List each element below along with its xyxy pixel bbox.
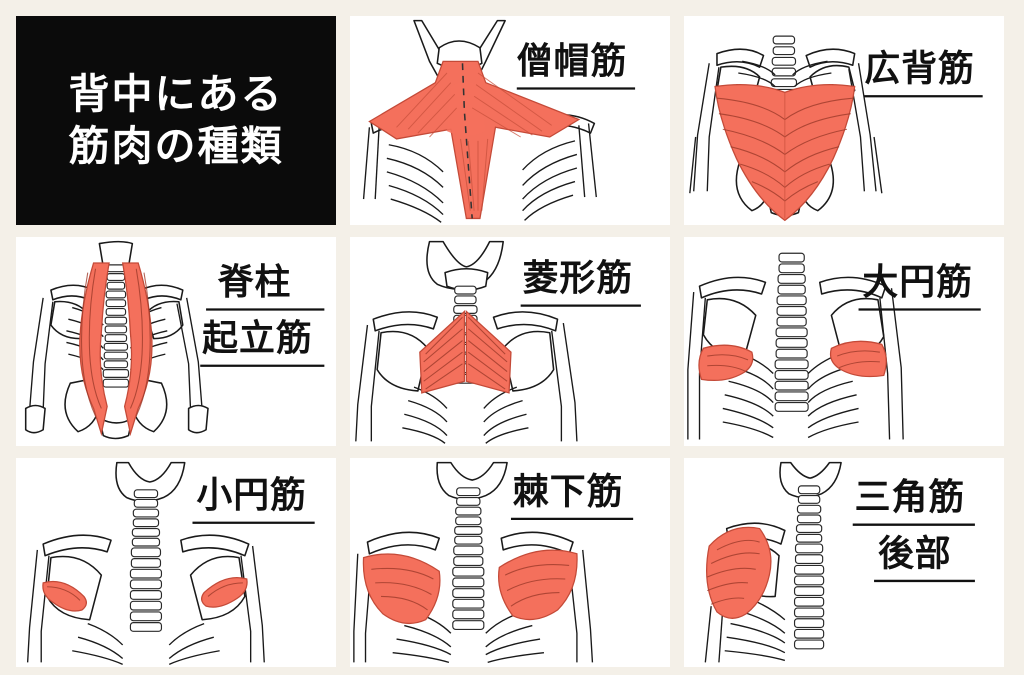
label-line-1: 小円筋 — [196, 475, 307, 516]
panel-label-posterior-deltoid: 三角筋 後部 — [852, 477, 975, 583]
panel-infraspinatus[interactable]: 棘下筋 — [350, 458, 670, 667]
title-line-2: 筋肉の種類 — [68, 121, 284, 170]
label-line-1: 僧帽筋 — [517, 41, 628, 82]
panel-posterior-deltoid[interactable]: 三角筋 後部 — [684, 458, 1004, 667]
panel-latissimus-dorsi[interactable]: 広背筋 — [684, 16, 1004, 225]
panel-trapezius[interactable]: 僧帽筋 — [350, 16, 670, 225]
panel-teres-minor[interactable]: 小円筋 — [16, 458, 336, 667]
panel-label-trapezius: 僧帽筋 — [516, 41, 636, 90]
panel-rhomboids[interactable]: 菱形筋 — [350, 237, 670, 446]
label-line-2: 後部 — [878, 533, 952, 574]
label-line-1: 広背筋 — [864, 49, 975, 90]
panel-label-teres-minor: 小円筋 — [192, 475, 315, 524]
panel-label-erector-spinae: 脊柱 起立筋 — [200, 262, 325, 367]
panel-erector-spinae[interactable]: 脊柱 起立筋 — [16, 237, 336, 446]
label-line-2: 起立筋 — [202, 318, 313, 359]
panel-teres-major[interactable]: 大円筋 — [684, 237, 1004, 446]
panel-label-rhomboids: 菱形筋 — [520, 258, 641, 307]
title-card: 背中にある 筋肉の種類 — [16, 16, 336, 225]
panel-label-latissimus-dorsi: 広背筋 — [864, 49, 983, 98]
label-line-1: 菱形筋 — [523, 258, 634, 299]
label-line-1: 棘下筋 — [513, 471, 624, 512]
label-line-1: 三角筋 — [855, 477, 965, 518]
label-line-1: 脊柱 — [218, 262, 292, 303]
panel-label-infraspinatus: 棘下筋 — [510, 471, 634, 521]
title-line-1: 背中にある — [68, 69, 284, 118]
